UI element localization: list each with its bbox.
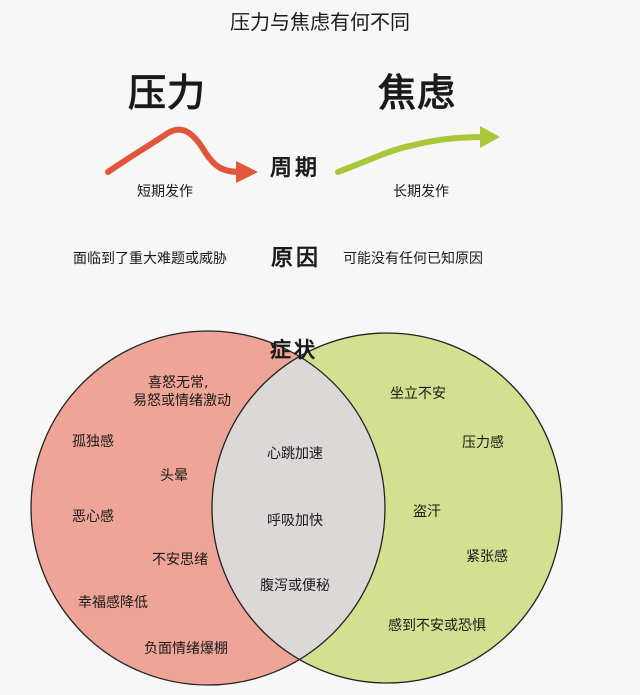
- anxiety-arrowhead: [480, 126, 500, 148]
- symptoms-label: 症状: [270, 337, 318, 362]
- symptom-pressure: 压力感: [462, 435, 504, 451]
- page-title: 压力与焦虑有何不同: [230, 10, 410, 34]
- symptom-fear: 感到不安或恐惧: [388, 618, 486, 634]
- cycle-label: 周期: [270, 155, 321, 181]
- anxiety-arrow: [335, 134, 488, 175]
- anxiety-cycle-text: 长期发作: [393, 184, 449, 200]
- symptom-restlessness: 坐立不安: [390, 386, 446, 402]
- symptom-dizziness: 头晕: [160, 468, 188, 484]
- stress-cycle-text: 短期发作: [137, 184, 193, 200]
- anxiety-cause-text: 可能没有任何已知原因: [343, 251, 483, 267]
- symptom-fast-breathing: 呼吸加快: [267, 513, 323, 529]
- symptom-negative-emotions: 负面情绪爆棚: [144, 641, 228, 657]
- anxiety-heading: 焦虑: [378, 71, 457, 115]
- symptom-uneasy-thoughts: 不安思绪: [152, 552, 208, 568]
- symptom-night-sweats: 盗汗: [413, 504, 441, 520]
- symptom-mood-swings: 喜怒无常,: [148, 375, 209, 391]
- symptom-loneliness: 孤独感: [72, 434, 114, 450]
- symptom-nausea: 恶心感: [72, 509, 114, 525]
- symptom-tension: 紧张感: [466, 549, 508, 565]
- stress-arrow: [105, 126, 243, 175]
- symptom-fast-heartbeat: 心跳加速: [267, 446, 323, 462]
- overlap-region: [212, 333, 385, 683]
- stress-cause-text: 面临到了重大难题或威胁: [73, 251, 227, 267]
- symptom-irritability: 易怒或情绪激动: [133, 393, 231, 409]
- stress-heading: 压力: [128, 71, 207, 115]
- cause-label: 原因: [271, 245, 322, 271]
- stress-arrowhead: [236, 161, 258, 183]
- symptom-less-happiness: 幸福感降低: [78, 595, 148, 611]
- symptom-digestive-issues: 腹泻或便秘: [260, 578, 330, 594]
